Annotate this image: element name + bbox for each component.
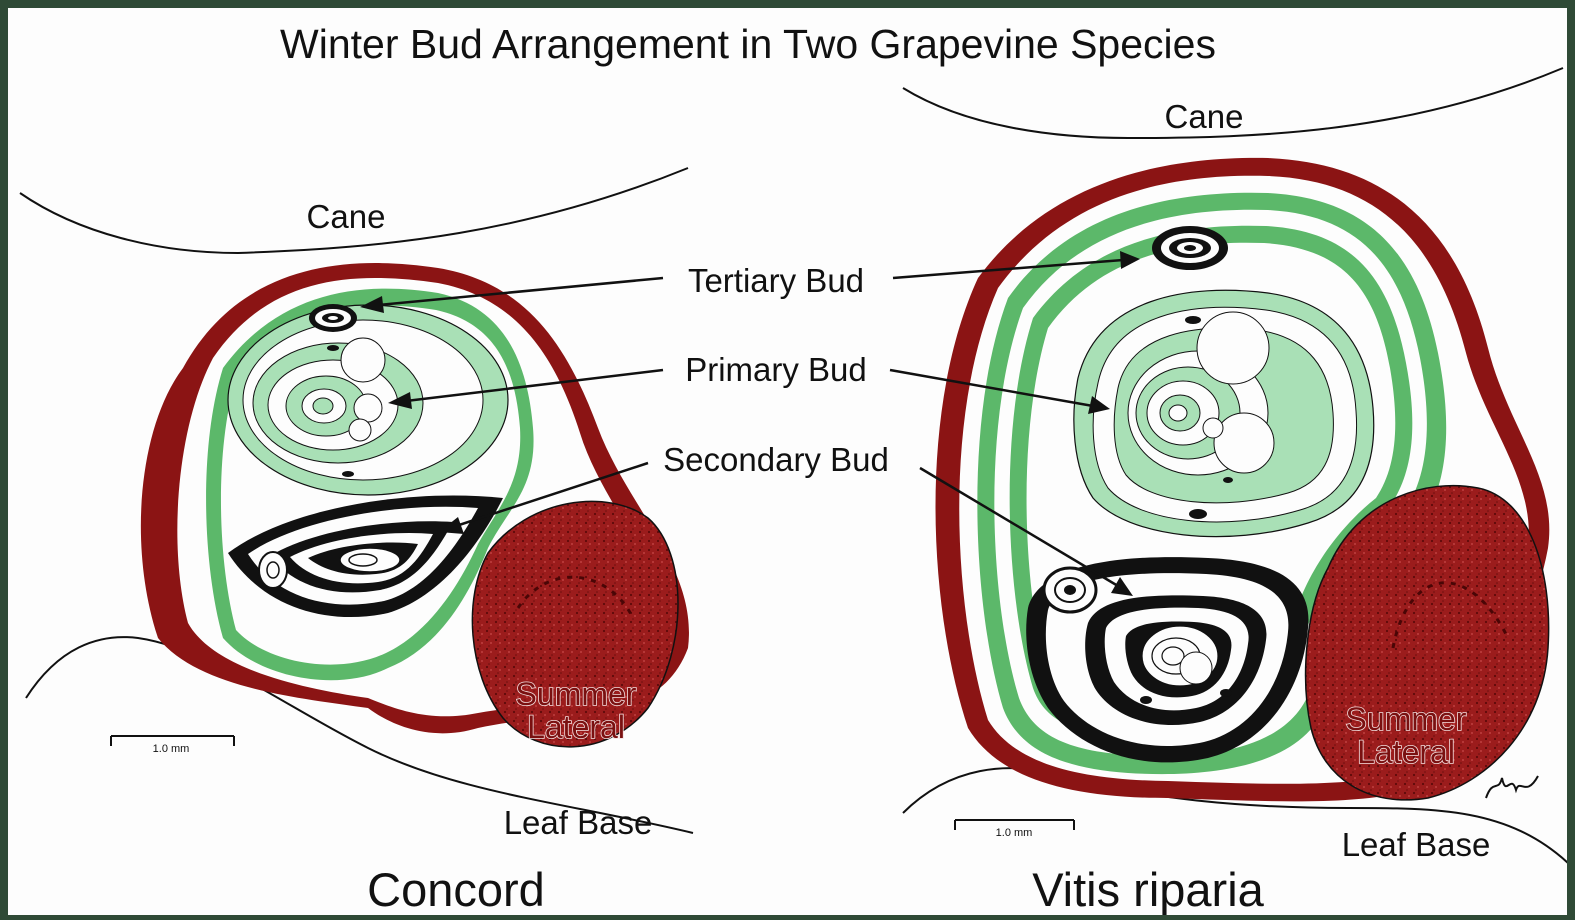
bud-diagram: Winter Bud Arrangement in Two Grapevine … xyxy=(8,8,1567,915)
riparia-cane-label: Cane xyxy=(1165,98,1244,135)
concord-cane-label: Cane xyxy=(307,198,386,235)
concord-scale-label: 1.0 mm xyxy=(153,743,190,755)
riparia-leaf-base-label: Leaf Base xyxy=(1342,826,1491,863)
concord-species-label: Concord xyxy=(367,863,545,915)
concord-lateral-label: Lateral xyxy=(527,709,625,745)
concord-primary-bud xyxy=(228,305,508,495)
riparia-panel: Cane Leaf Base xyxy=(903,68,1567,915)
diagram-title: Winter Bud Arrangement in Two Grapevine … xyxy=(280,21,1216,67)
riparia-primary-bud xyxy=(1074,290,1374,536)
riparia-summer-label: Summer xyxy=(1346,701,1467,737)
riparia-scale-bar: 1.0 mm xyxy=(955,820,1074,839)
riparia-species-label: Vitis riparia xyxy=(1032,863,1264,915)
artist-signature xyxy=(1486,776,1538,798)
concord-scale-bar: 1.0 mm xyxy=(111,736,234,755)
secondary-bud-label: Secondary Bud xyxy=(663,441,889,478)
riparia-scale-label: 1.0 mm xyxy=(996,827,1033,839)
primary-bud-label: Primary Bud xyxy=(685,351,867,388)
concord-summer-label: Summer xyxy=(516,676,637,712)
figure-frame: Winter Bud Arrangement in Two Grapevine … xyxy=(8,8,1567,915)
concord-summer-lateral: Summer Lateral xyxy=(472,501,678,746)
concord-leaf-base-label: Leaf Base xyxy=(504,804,653,841)
concord-panel: Cane Leaf Base xyxy=(20,168,693,915)
tertiary-bud-label: Tertiary Bud xyxy=(688,262,864,299)
riparia-tertiary-bud xyxy=(1152,226,1228,270)
concord-tertiary-bud xyxy=(309,304,357,332)
riparia-lateral-label: Lateral xyxy=(1357,734,1455,770)
